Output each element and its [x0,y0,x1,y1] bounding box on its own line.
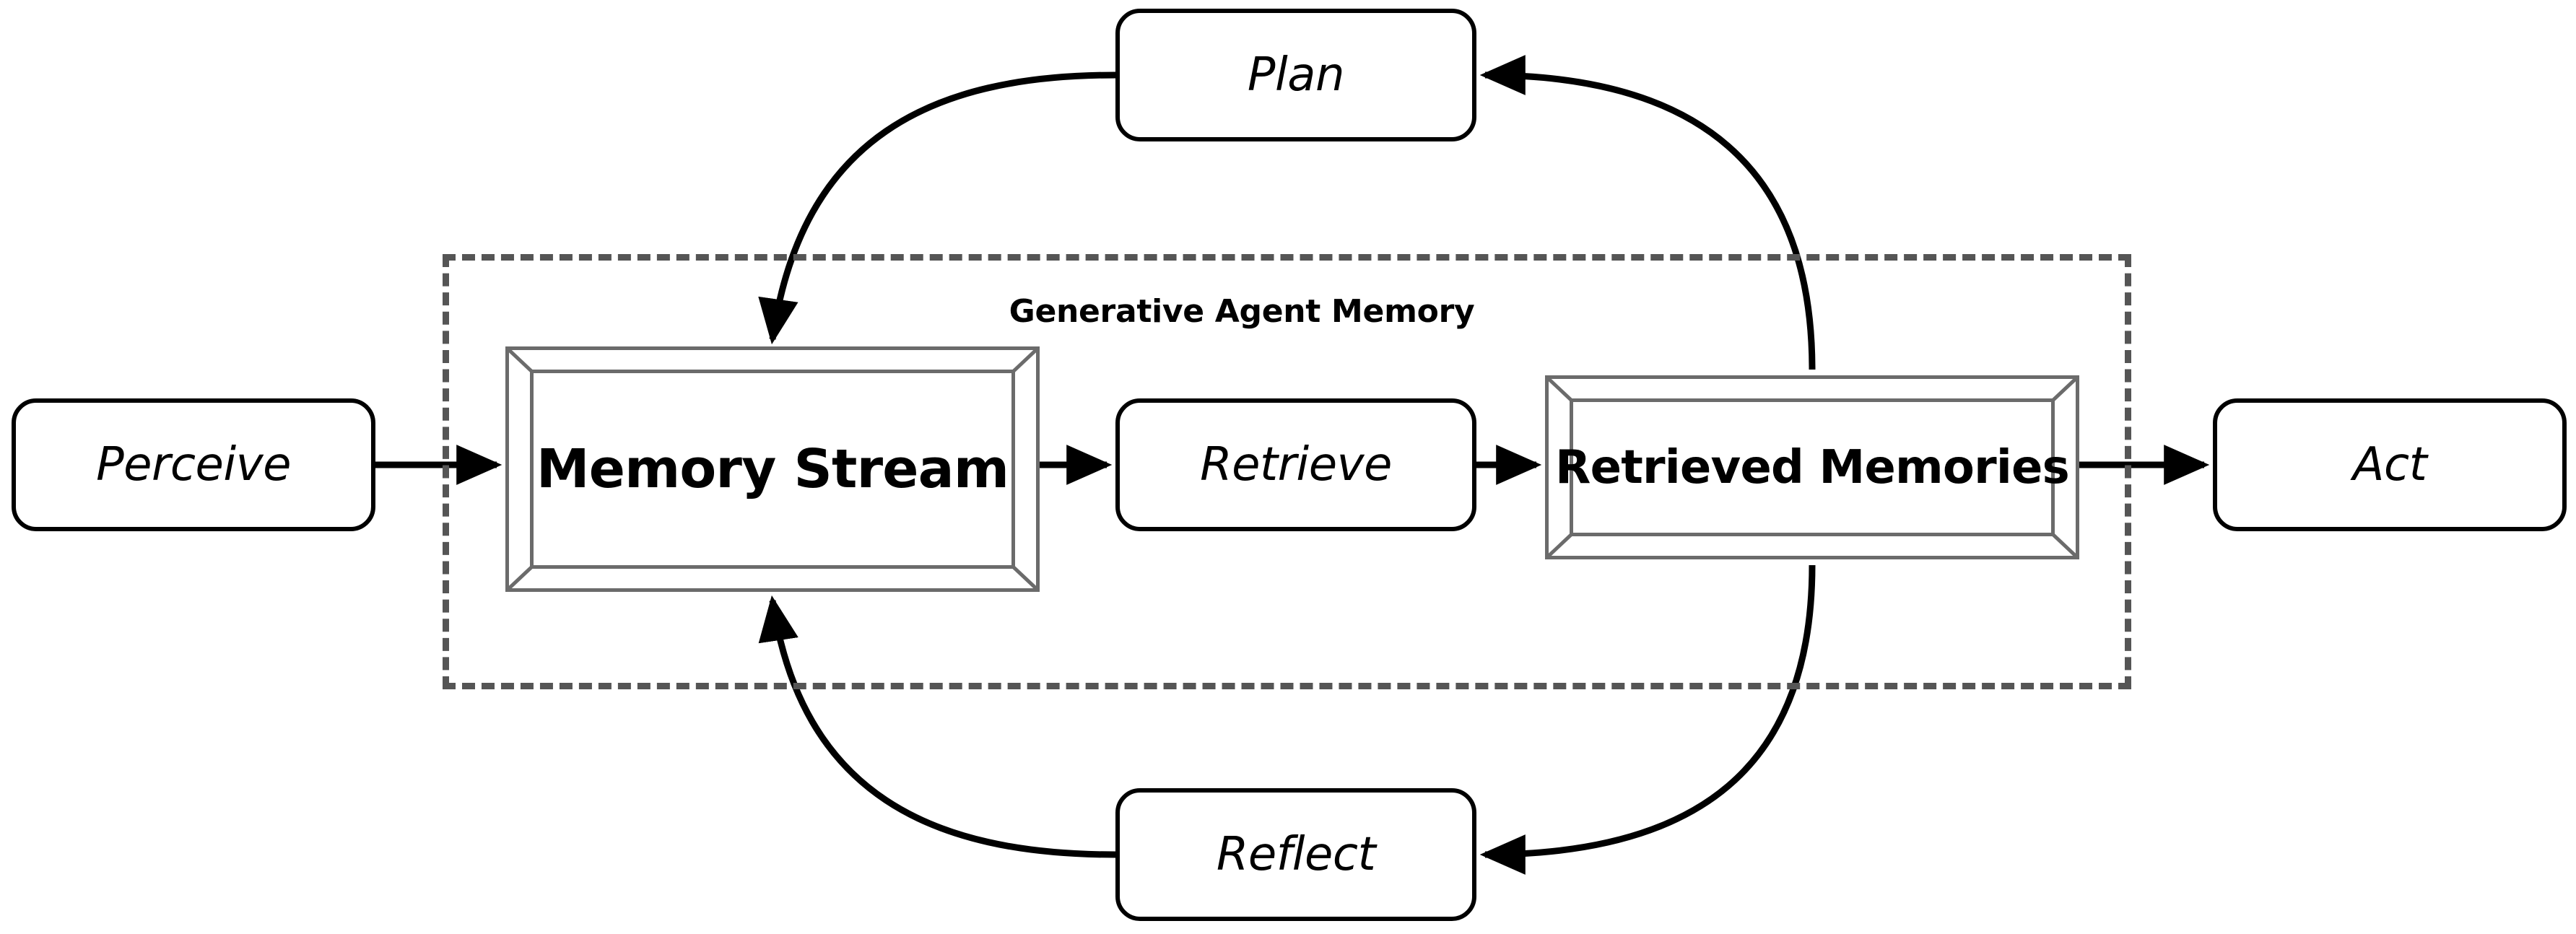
node-memory-stream-label: Memory Stream [536,438,1009,500]
node-retrieve[interactable]: Retrieve [1115,398,1476,531]
node-retrieved-memories-label: Retrieved Memories [1555,440,2070,494]
node-retrieve-label: Retrieve [1200,438,1392,492]
retrieved-memories-inner-frame [1570,398,2055,536]
node-act[interactable]: Act [2213,398,2567,531]
node-reflect-label: Reflect [1216,828,1376,881]
node-reflect[interactable]: Reflect [1115,788,1476,921]
node-retrieved-memories[interactable]: Retrieved Memories [1545,375,2079,559]
node-plan[interactable]: Plan [1115,9,1476,141]
memory-stream-bevel-diagonals [506,347,1039,591]
retrieved-memories-bevel-diagonals [1546,376,2079,559]
node-perceive[interactable]: Perceive [12,398,375,531]
node-perceive-label: Perceive [96,438,291,492]
generative-agent-memory-region [443,254,2131,689]
node-memory-stream[interactable]: Memory Stream [505,346,1040,592]
memory-stream-inner-frame [530,370,1015,569]
node-plan-label: Plan [1247,48,1345,102]
generative-agent-memory-label: Generative Agent Memory [1009,293,1475,330]
node-act-label: Act [2352,438,2427,492]
